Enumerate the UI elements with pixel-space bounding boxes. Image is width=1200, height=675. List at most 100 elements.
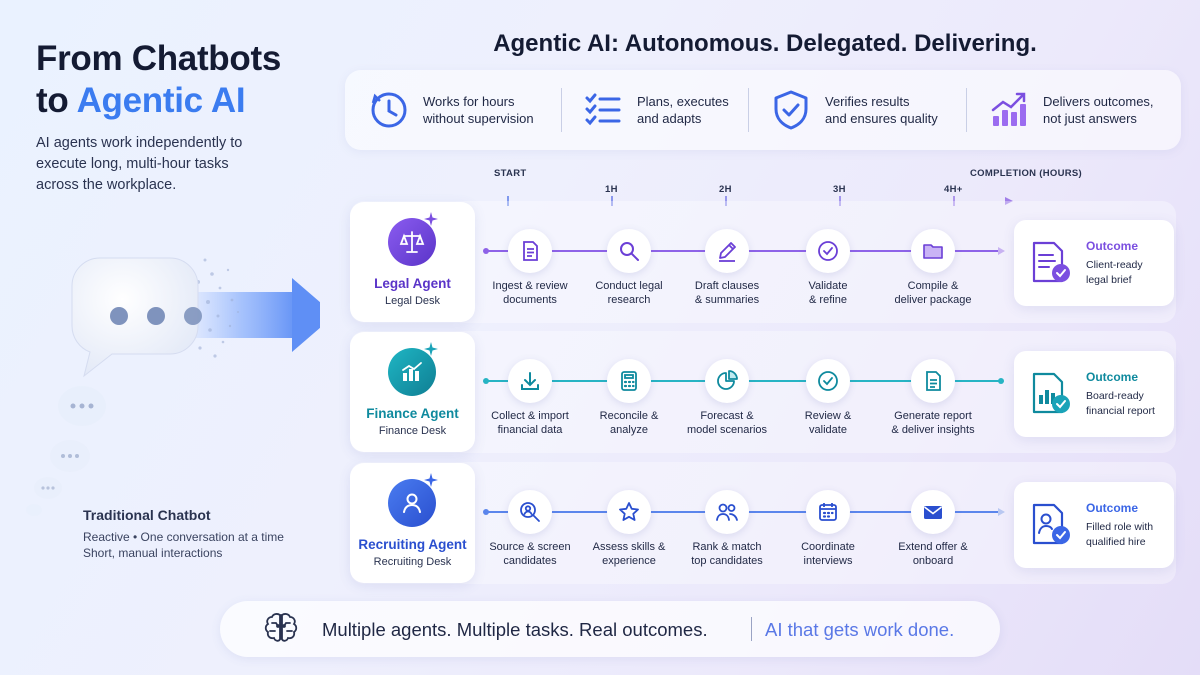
chatbot-title: Traditional Chatbot — [83, 507, 211, 523]
agent-desk: Legal Desk — [384, 295, 441, 307]
feature-outcomes: Delivers outcomes,not just answers — [987, 70, 1154, 150]
legal-step-2[interactable] — [607, 229, 651, 273]
shield-check-icon — [769, 88, 813, 132]
timeline-end: COMPLETION (HOURS) — [970, 168, 1083, 179]
brief-check-icon — [1032, 241, 1070, 283]
finance-step-3-label: Forecast &model scenarios — [686, 410, 768, 436]
bottom-banner: Multiple agents. Multiple tasks. Real ou… — [220, 601, 1000, 657]
chatbot-desc-2: Short, manual interactions — [83, 546, 223, 560]
recruiting-step-5[interactable] — [911, 490, 955, 534]
document-icon — [523, 241, 538, 261]
brain-icon — [264, 613, 298, 642]
feature-divider — [561, 88, 562, 132]
sparkle-icon — [424, 473, 438, 487]
bottom-text-2: AI that gets work done. — [765, 619, 955, 640]
recruiting-step-1[interactable] — [508, 490, 552, 534]
sparkle-icon — [424, 342, 438, 356]
agent-name: Legal Agent — [374, 276, 451, 291]
finance-step-5[interactable] — [911, 359, 955, 403]
legal-step-4-label: Validate& refine — [808, 280, 848, 306]
legal-step-3[interactable] — [705, 229, 749, 273]
chat-bubble-illustration — [26, 257, 320, 516]
report-icon — [926, 371, 941, 391]
recruiting-step-3[interactable] — [705, 490, 749, 534]
feature-divider — [748, 88, 749, 132]
legal-step-5[interactable] — [911, 229, 955, 273]
legal-step-3-label: Draft clauses& summaries — [694, 280, 760, 306]
timeline-tick-4: 4H+ — [944, 184, 963, 195]
checklist-icon — [581, 88, 625, 132]
finance-step-1[interactable] — [508, 359, 552, 403]
bottom-divider — [751, 617, 752, 641]
download-icon — [521, 372, 539, 390]
outcome-title: Outcome — [1086, 370, 1139, 384]
mail-icon — [924, 506, 942, 519]
people-icon — [716, 503, 738, 521]
report-check-icon — [1032, 372, 1070, 414]
recruiting-step-5-label: Extend offer &onboard — [898, 541, 968, 567]
recruiting-step-2[interactable] — [607, 490, 651, 534]
search-icon — [620, 242, 639, 261]
folder-icon — [923, 244, 943, 259]
timeline-start: START — [494, 168, 527, 179]
finance-step-3[interactable] — [705, 359, 749, 403]
chatbot-desc-1: Reactive • One conversation at a time — [83, 530, 284, 544]
agent-desk: Finance Desk — [378, 425, 447, 437]
outcome-title: Outcome — [1086, 501, 1139, 515]
hero-title-accent: Agentic AI — [76, 81, 246, 120]
recruiting-step-4[interactable] — [806, 490, 850, 534]
agent-name: Recruiting Agent — [358, 537, 467, 552]
recruiting-step-2-label: Assess skills &experience — [592, 541, 666, 567]
feature-divider — [966, 88, 967, 132]
bottom-text-1: Multiple agents. Multiple tasks. Real ou… — [322, 619, 708, 640]
agent-desk: Recruiting Desk — [373, 556, 452, 568]
pie-chart-icon — [717, 370, 738, 390]
star-icon — [619, 502, 639, 521]
recruiting-agent-card[interactable]: Recruiting Agent Recruiting Desk — [350, 463, 475, 583]
finance-step-2[interactable] — [607, 359, 651, 403]
sparkle-icon — [424, 212, 438, 226]
main-title: Agentic AI: Autonomous. Delegated. Deliv… — [493, 30, 1037, 57]
profile-check-icon — [1032, 503, 1070, 545]
timeline-tick-3: 3H — [833, 184, 846, 195]
right-arrow-icon — [292, 278, 320, 352]
finance-agent-card[interactable]: Finance Agent Finance Desk — [350, 332, 475, 452]
hero-subtitle: AI agents work independently to execute … — [36, 135, 243, 193]
person-icon — [388, 479, 436, 527]
finance-step-5-label: Generate report& deliver insights — [891, 410, 975, 436]
legal-step-1[interactable] — [508, 229, 552, 273]
timeline-axis — [507, 196, 1013, 206]
outcome-title: Outcome — [1086, 239, 1139, 253]
finance-step-4-label: Review &validate — [804, 410, 852, 436]
legal-step-4[interactable] — [806, 229, 850, 273]
scales-icon — [388, 218, 436, 266]
pen-icon — [719, 242, 736, 262]
legal-step-5-label: Compile &deliver package — [894, 280, 972, 306]
check-circle-icon — [818, 371, 838, 391]
finance-step-4[interactable] — [806, 359, 850, 403]
bar-chart-icon — [388, 348, 436, 396]
timeline-tick-2: 2H — [719, 184, 732, 195]
legal-agent-card[interactable]: Legal Agent Legal Desk — [350, 202, 475, 322]
calendar-icon — [819, 503, 837, 521]
check-circle-icon — [818, 241, 838, 261]
person-search-icon — [520, 502, 540, 522]
growth-chart-icon — [987, 88, 1031, 132]
timeline-tick-1: 1H — [605, 184, 618, 195]
agent-name: Finance Agent — [366, 406, 459, 421]
